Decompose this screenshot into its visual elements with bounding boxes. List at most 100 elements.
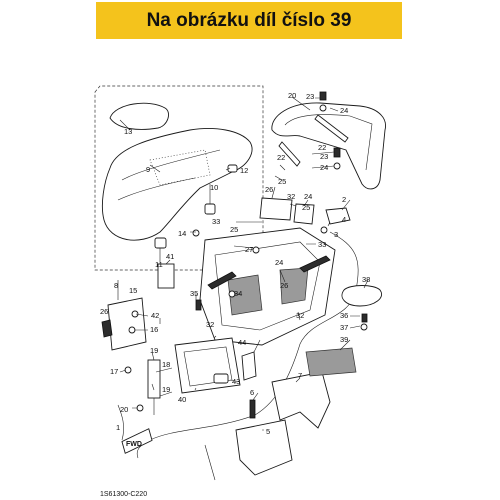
seat-group-outline [94, 85, 264, 271]
cover-7 [271, 371, 331, 429]
nut-37 [360, 323, 368, 331]
callout-12: 12 [240, 166, 248, 175]
callout-34: 34 [234, 289, 242, 298]
callout-4: 4 [342, 215, 346, 224]
seat-contour [117, 149, 221, 201]
damper-18 [147, 359, 161, 399]
tray-40 [174, 337, 241, 394]
bolt-24-top [319, 91, 327, 101]
seat [101, 128, 253, 241]
leader-lines [117, 96, 369, 431]
callout-25a: 24 [340, 106, 348, 115]
callout-23a: 25 [278, 177, 286, 186]
forward-arrow-label: FWD [126, 441, 142, 448]
backrest-pad [109, 102, 169, 130]
bolt-17 [124, 366, 132, 374]
callout-23b: 24 [304, 192, 312, 201]
rail-bar-22b [278, 141, 301, 167]
forward-arrow-icon: FWD [121, 428, 153, 454]
callout-37: 37 [340, 323, 348, 332]
callout-33b: 33 [318, 240, 326, 249]
callout-21: 20 [288, 91, 296, 100]
callout-26b: 26 [100, 307, 108, 316]
title-text: Na obrázku díl číslo 39 [146, 9, 352, 31]
callout-38: 38 [362, 275, 370, 284]
grab-rail [271, 102, 386, 190]
callout-11: 11 [155, 260, 163, 269]
clip-42 [131, 310, 139, 318]
washer-25-mid [333, 162, 341, 170]
title-banner: Na obrázku díl číslo 39 [96, 2, 402, 39]
callout-30: 26 [265, 185, 273, 194]
callout-26a: 26 [280, 281, 288, 290]
panel-30 [259, 197, 293, 221]
guard-5 [235, 419, 293, 476]
tray-40-inner [183, 346, 233, 387]
callout-44: 44 [238, 338, 246, 347]
callout-10: 10 [210, 183, 218, 192]
callout-31: 27 [245, 245, 253, 254]
callout-19a: 19 [150, 346, 158, 355]
panel-29 [293, 203, 315, 225]
callout-16: 16 [150, 325, 158, 334]
bolt-31 [252, 246, 260, 254]
storage-box-compartment-left [227, 274, 263, 316]
callout-27: 24 [275, 258, 283, 267]
rail-bar-22 [314, 114, 349, 143]
bolt-6 [249, 399, 256, 419]
bracket-15 [107, 297, 147, 351]
callout-14: 14 [178, 229, 186, 238]
callout-22: 22 [318, 143, 326, 152]
callout-28: 25 [230, 225, 238, 234]
callout-42: 42 [151, 311, 159, 320]
callout-2: 2 [342, 195, 346, 204]
callout-7: 7 [298, 371, 302, 380]
strap-44 [241, 351, 257, 381]
trim-strip-26b [299, 255, 331, 273]
diagram-code: 1S61300-C220 [100, 491, 147, 498]
seat-damper-11 [154, 237, 167, 249]
callout-33a: 33 [212, 217, 220, 226]
callout-43: 43 [232, 377, 240, 386]
clip-43 [213, 373, 229, 384]
seat-dotted-area [149, 149, 211, 186]
callout-5: 5 [266, 427, 270, 436]
callout-36: 36 [340, 311, 348, 320]
callout-41: 41 [166, 252, 174, 261]
callout-17: 17 [110, 367, 118, 376]
callout-20: 20 [120, 405, 128, 414]
bolt-35 [195, 299, 202, 311]
callout-24b: 23 [320, 152, 328, 161]
callout-19b: 19 [162, 385, 170, 394]
seat-lock [325, 207, 351, 225]
callout-15: 15 [129, 286, 137, 295]
callout-25b: 24 [320, 163, 328, 172]
cable-bottom-rod [204, 444, 216, 481]
callout-13: 13 [124, 127, 132, 136]
callout-29: 25 [302, 203, 310, 212]
callout-32b: 32 [296, 311, 304, 320]
callout-8: 8 [114, 281, 118, 290]
storage-box-compartment-right [279, 267, 309, 305]
callout-6: 6 [250, 388, 254, 397]
bolt-24-mid [333, 147, 341, 158]
callout-39: 39 [340, 335, 348, 344]
storage-box-inner [214, 241, 321, 331]
callout-1: 1 [116, 423, 120, 432]
bolt-36 [361, 313, 368, 323]
belt-38 [341, 285, 382, 307]
trim-strip-26 [207, 271, 237, 290]
bolt-14 [192, 229, 200, 237]
callout-24a: 23 [306, 92, 314, 101]
lock-bolt-3 [320, 226, 328, 234]
callout-35: 35 [190, 289, 198, 298]
bracket-15-tab [101, 319, 113, 338]
callout-labels: 13 9 10 12 14 11 8 20 23 24 22 23 24 22 … [100, 91, 370, 436]
seat-damper-10 [204, 203, 216, 215]
callout-9: 9 [146, 165, 150, 174]
washer-25-top [319, 104, 327, 112]
callout-40: 40 [178, 395, 186, 404]
seat-bumper-12 [227, 164, 238, 173]
callout-18: 18 [162, 360, 170, 369]
